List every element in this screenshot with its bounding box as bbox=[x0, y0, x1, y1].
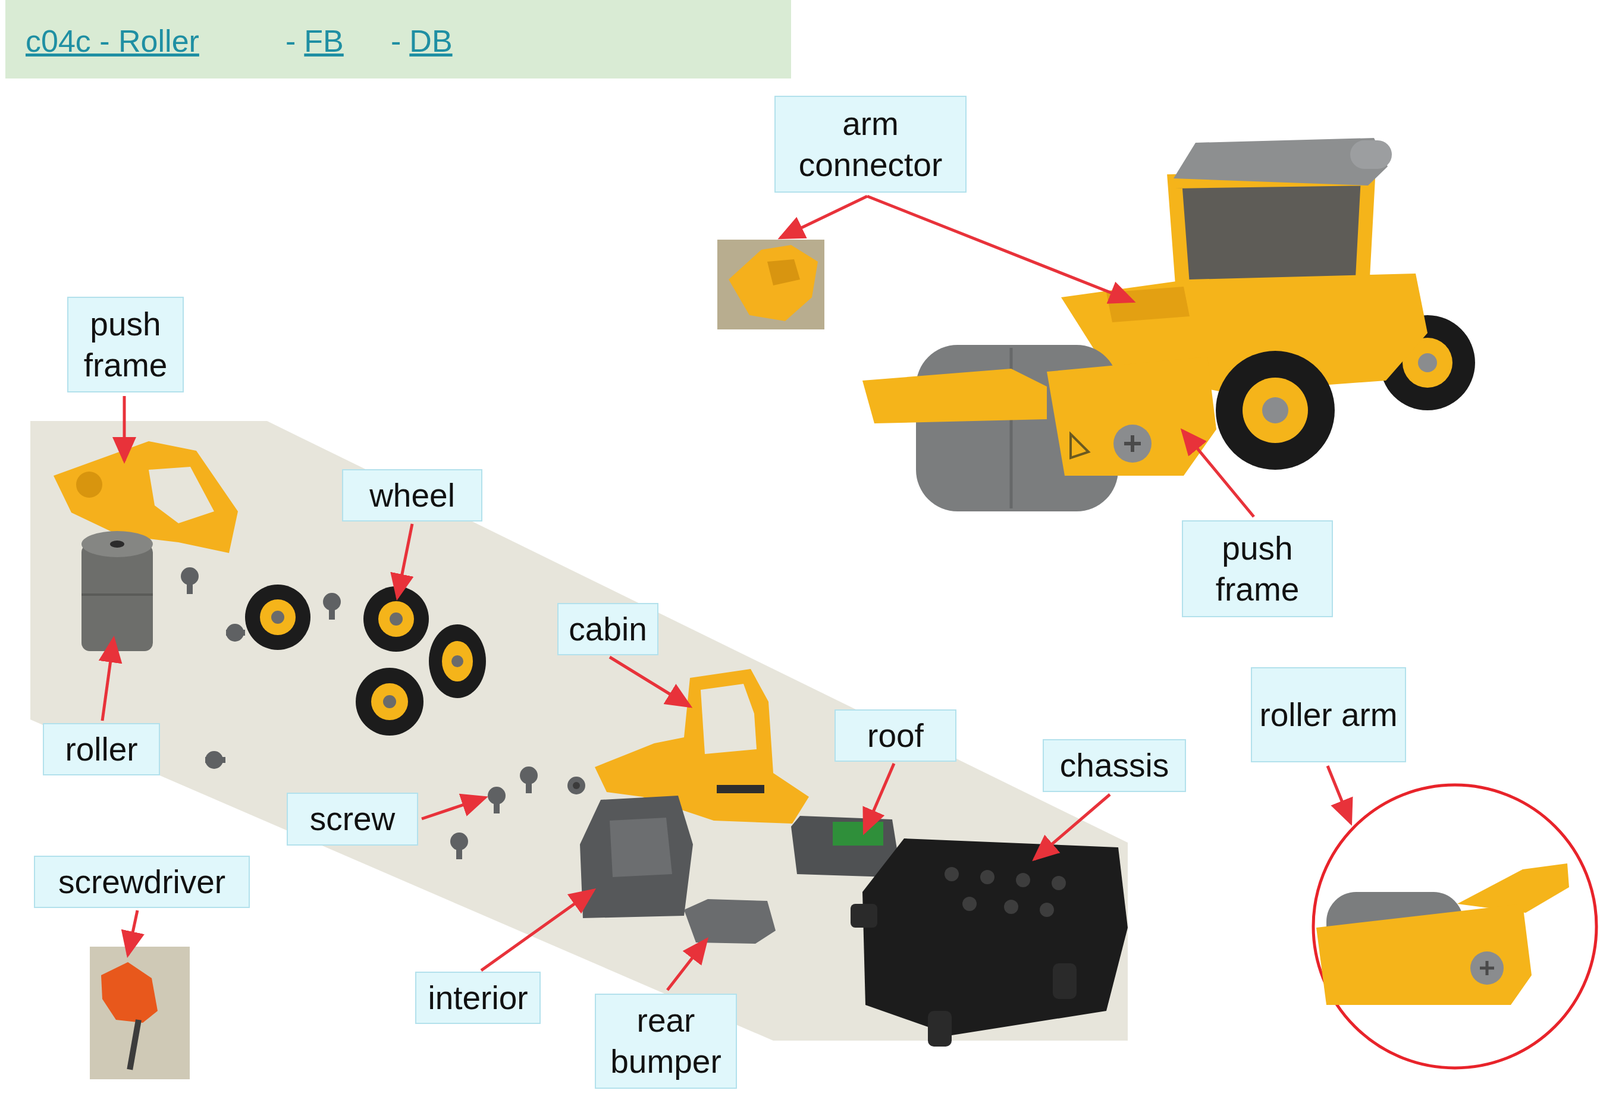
part-label: chassis bbox=[1042, 739, 1187, 793]
roller-arm-part bbox=[1316, 863, 1570, 1006]
interior-part bbox=[579, 795, 693, 919]
label-text: arm connector bbox=[782, 103, 959, 186]
part-label: push frame bbox=[67, 296, 184, 393]
label-text: screw bbox=[295, 798, 410, 840]
title-link: DB bbox=[409, 22, 453, 60]
screwdriver-photo bbox=[89, 946, 190, 1080]
title-link: FB bbox=[303, 22, 344, 60]
roller-part bbox=[81, 544, 153, 652]
label-text: wheel bbox=[350, 475, 475, 517]
title-link: - bbox=[285, 22, 296, 60]
part-label: wheel bbox=[342, 469, 483, 523]
label-text: push frame bbox=[75, 303, 176, 387]
label-text: push frame bbox=[1190, 528, 1325, 611]
label-text: interior bbox=[423, 977, 533, 1019]
push-frame-part bbox=[53, 441, 238, 554]
part-label: roller arm bbox=[1250, 667, 1407, 763]
arm-connector-photo bbox=[717, 239, 825, 330]
label-text: rear bumper bbox=[603, 1000, 729, 1083]
part-label: roof bbox=[834, 709, 957, 763]
part-label: cabin bbox=[557, 603, 659, 657]
title-link: c04c - Roller bbox=[25, 22, 200, 60]
title-band: c04c - Roller-FB-DB bbox=[5, 0, 792, 79]
label-text: roof bbox=[842, 715, 949, 757]
leader-lines bbox=[102, 196, 1351, 991]
part-label: roller bbox=[42, 723, 160, 777]
part-label: screwdriver bbox=[33, 855, 250, 909]
part-label: arm connector bbox=[774, 95, 967, 193]
label-text: chassis bbox=[1051, 745, 1178, 787]
roller-truck bbox=[862, 137, 1476, 512]
title-link: - bbox=[390, 22, 401, 60]
label-text: roller bbox=[51, 729, 152, 771]
table-photo bbox=[30, 421, 1128, 1041]
screws bbox=[180, 567, 586, 860]
wheels bbox=[245, 584, 486, 736]
part-label: interior bbox=[415, 971, 541, 1025]
label-text: roller arm bbox=[1259, 694, 1398, 736]
highlight-circle bbox=[1313, 785, 1597, 1069]
chassis-part bbox=[862, 838, 1128, 1036]
part-label: rear bumper bbox=[594, 993, 737, 1090]
part-label: push frame bbox=[1181, 520, 1333, 618]
part-label: screw bbox=[286, 792, 419, 846]
label-text: cabin bbox=[565, 609, 651, 651]
label-text: screwdriver bbox=[42, 861, 242, 903]
rear-bumper-part bbox=[684, 899, 776, 944]
